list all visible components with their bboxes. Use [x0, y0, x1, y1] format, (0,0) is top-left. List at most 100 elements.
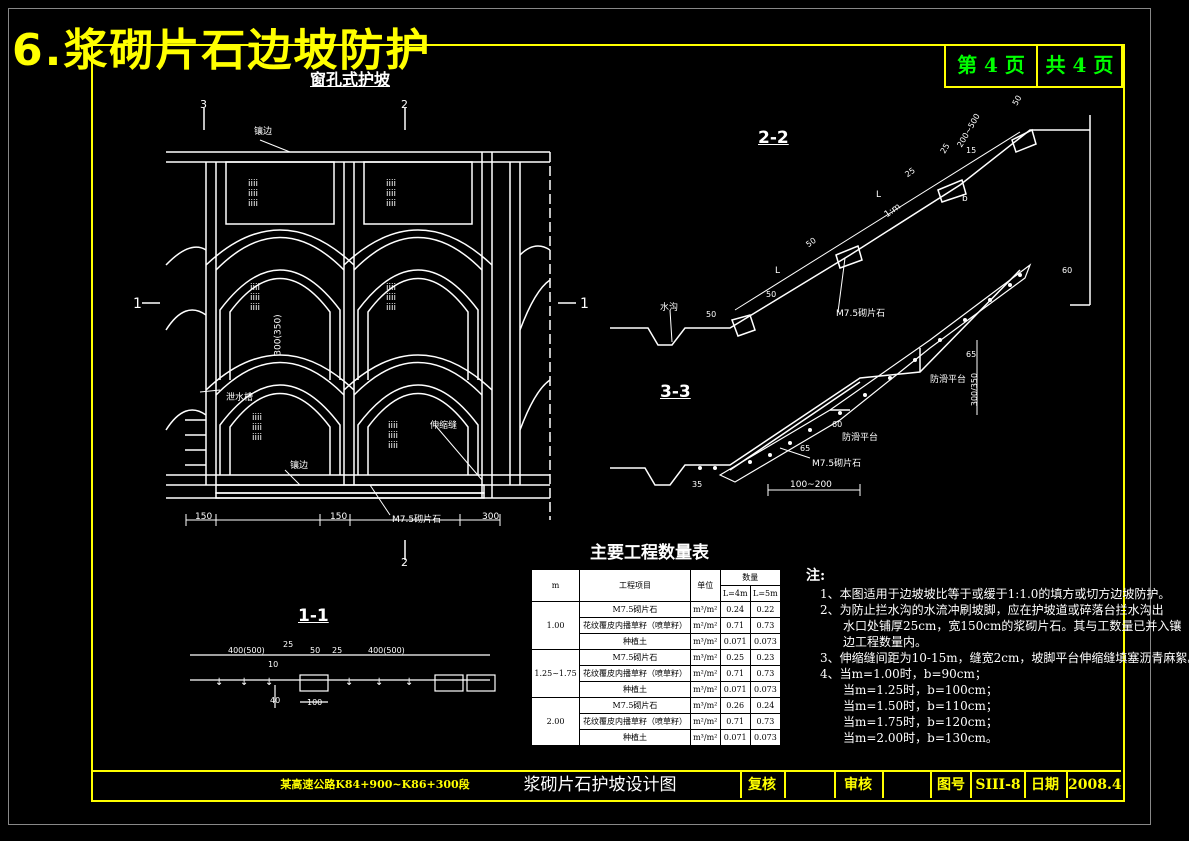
cell-l5: 0.22 — [749, 601, 782, 618]
svg-text:↓: ↓ — [375, 677, 383, 688]
page-total: 共 4 页 — [1036, 44, 1123, 88]
svg-text:↓: ↓ — [265, 677, 273, 688]
cell-l5: 0.073 — [749, 729, 782, 746]
dim-33-range-v: 300/350 — [970, 372, 980, 407]
cell-l4: 0.24 — [719, 601, 751, 618]
note-line: 边工程数量内。 — [843, 635, 928, 649]
label-platform-2: 防滑平台 — [842, 433, 879, 443]
label-drain: 泄水槽 — [226, 393, 254, 403]
section-22-title: 2-2 — [758, 128, 789, 148]
table-row: 花纹覆皮内播草籽（喷草籽） m²/m² 0.71 0.73 — [532, 617, 782, 634]
label-joint: 伸缩缝 — [430, 421, 458, 431]
label-stone-22: M7.5砌片石 — [836, 309, 886, 319]
dim-33-65-a: 65 — [966, 350, 977, 359]
window-revetment-title: 窗孔式护坡 — [310, 70, 391, 89]
cell-l4: 0.071 — [719, 729, 751, 746]
svg-text:ⅰⅰⅰⅰ: ⅰⅰⅰⅰ — [252, 423, 262, 433]
table-row: 种植土 m³/m² 0.071 0.073 — [532, 681, 782, 698]
notes-title: 注: — [806, 568, 826, 584]
tb-divider — [740, 772, 742, 798]
cell-item: 种植土 — [579, 633, 691, 650]
section-mark-2-top: 2 — [401, 98, 408, 111]
table-row: 1.00 M7.5砌片石 m³/m² 0.24 0.22 — [530, 601, 782, 650]
drawing-no-label: 图号 — [937, 777, 965, 793]
cell-l4: 0.26 — [719, 697, 751, 714]
tb-divider — [784, 772, 786, 798]
tb-divider — [930, 772, 932, 798]
note-line: 当m=1.75时，b=120cm； — [843, 715, 998, 729]
cell-l5: 0.24 — [749, 697, 782, 714]
title-block — [91, 770, 1121, 800]
quantity-table: m 工程项目 单位 数量 L=4m L=5m 1.00 M7.5砌片石 m³/m… — [530, 569, 782, 746]
svg-text:ⅰⅰⅰⅰ: ⅰⅰⅰⅰ — [388, 421, 398, 431]
date-value: 2008.4 — [1068, 777, 1122, 793]
svg-text:ⅰⅰⅰⅰ: ⅰⅰⅰⅰ — [386, 293, 396, 303]
dim-22-15: 15 — [966, 146, 977, 155]
sections-drawing — [610, 115, 1091, 496]
dim-11-d: 25 — [332, 646, 343, 655]
table-row: 2.00 M7.5砌片石 m³/m² 0.26 0.24 — [530, 697, 782, 746]
dim-33-range-h: 100~200 — [790, 480, 832, 490]
cell-m: 1.00 — [530, 601, 581, 650]
cell-l4: 0.71 — [719, 665, 751, 682]
label-platform-1: 防滑平台 — [930, 375, 967, 385]
dim-33-35: 35 — [692, 480, 703, 489]
date-label: 日期 — [1031, 777, 1059, 793]
section-mark-2-bottom: 2 — [401, 556, 408, 569]
svg-text:↓: ↓ — [215, 677, 223, 688]
note-line: 4、当m=1.00时，b=90cm； — [820, 667, 987, 681]
tb-divider — [834, 772, 836, 798]
label-edge-top: 镶边 — [254, 127, 273, 137]
cell-item: 花纹覆皮内播草籽（喷草籽） — [579, 617, 691, 634]
label-stone-left: M7.5砌片石 — [392, 515, 442, 525]
svg-text:ⅰⅰⅰⅰ: ⅰⅰⅰⅰ — [248, 189, 258, 199]
cell-l4: 0.71 — [719, 713, 751, 730]
check-label: 复核 — [748, 777, 776, 793]
th-qty: 数量 — [719, 569, 782, 586]
svg-text:ⅰⅰⅰⅰ: ⅰⅰⅰⅰ — [252, 413, 262, 423]
dim-11-f: 10 — [268, 660, 279, 669]
dim-300: 300 — [482, 512, 500, 522]
label-ditch: 水沟 — [660, 303, 679, 313]
svg-text:ⅰⅰⅰⅰ: ⅰⅰⅰⅰ — [388, 441, 398, 451]
dim-22-L-lower: L — [775, 266, 781, 276]
note-line: 2、为防止拦水沟的水流冲刷坡脚，应在护坡道或碎落台拦水沟出 — [820, 603, 1164, 617]
cell-l4: 0.71 — [719, 617, 751, 634]
label-stone-33: M7.5砌片石 — [812, 459, 862, 469]
cell-unit: m²/m² — [689, 617, 721, 634]
svg-text:ⅰⅰⅰⅰ: ⅰⅰⅰⅰ — [388, 431, 398, 441]
dim-150-b: 150 — [330, 512, 348, 522]
dim-22-b: b — [962, 194, 968, 204]
svg-text:ⅰⅰⅰⅰ: ⅰⅰⅰⅰ — [386, 199, 396, 209]
dim-33-65-b: 65 — [800, 444, 811, 453]
dim-22-L-upper: L — [876, 190, 882, 200]
section-mark-1-right: 1 — [580, 296, 589, 312]
svg-text:ⅰⅰⅰⅰ: ⅰⅰⅰⅰ — [250, 283, 260, 293]
svg-text:ⅰⅰⅰⅰ: ⅰⅰⅰⅰ — [248, 199, 258, 209]
cell-l4: 0.071 — [719, 633, 751, 650]
cell-l4: 0.25 — [719, 649, 751, 666]
tb-divider — [970, 772, 972, 798]
cell-unit: m³/m² — [689, 729, 721, 746]
section-mark-1-left: 1 — [133, 296, 142, 312]
cell-l5: 0.73 — [749, 617, 782, 634]
dim-33-60: 60 — [832, 420, 843, 429]
note-line: 3、伸缩缝间距为10-15m，缝宽2cm，坡脚平台伸缩缝填塞沥青麻絮。 — [820, 651, 1189, 665]
cell-item: 花纹覆皮内播草籽（喷草籽） — [579, 713, 691, 730]
svg-text:ⅰⅰⅰⅰ: ⅰⅰⅰⅰ — [250, 293, 260, 303]
drawing-name: 浆砌片石护坡设计图 — [523, 775, 677, 795]
table-row: 种植土 m³/m² 0.071 0.073 — [532, 729, 782, 746]
th-item: 工程项目 — [579, 569, 691, 602]
review-label: 审核 — [844, 777, 872, 793]
section-11-title: 1-1 — [298, 606, 329, 626]
th-l5: L=5m — [749, 585, 782, 602]
cell-l4: 0.071 — [719, 681, 751, 698]
label-edge-bottom: 镶边 — [290, 461, 309, 471]
note-line: 当m=2.00时，b=130cm。 — [843, 731, 998, 745]
table-row: 1.25~1.75 M7.5砌片石 m³/m² 0.25 0.23 — [530, 649, 782, 698]
th-m: m — [530, 569, 581, 602]
note-line: 当m=1.50时，b=110cm； — [843, 699, 998, 713]
section-33-title: 3-3 — [660, 382, 691, 402]
drawing-frame — [91, 44, 1125, 802]
dim-11-c: 50 — [310, 646, 321, 655]
